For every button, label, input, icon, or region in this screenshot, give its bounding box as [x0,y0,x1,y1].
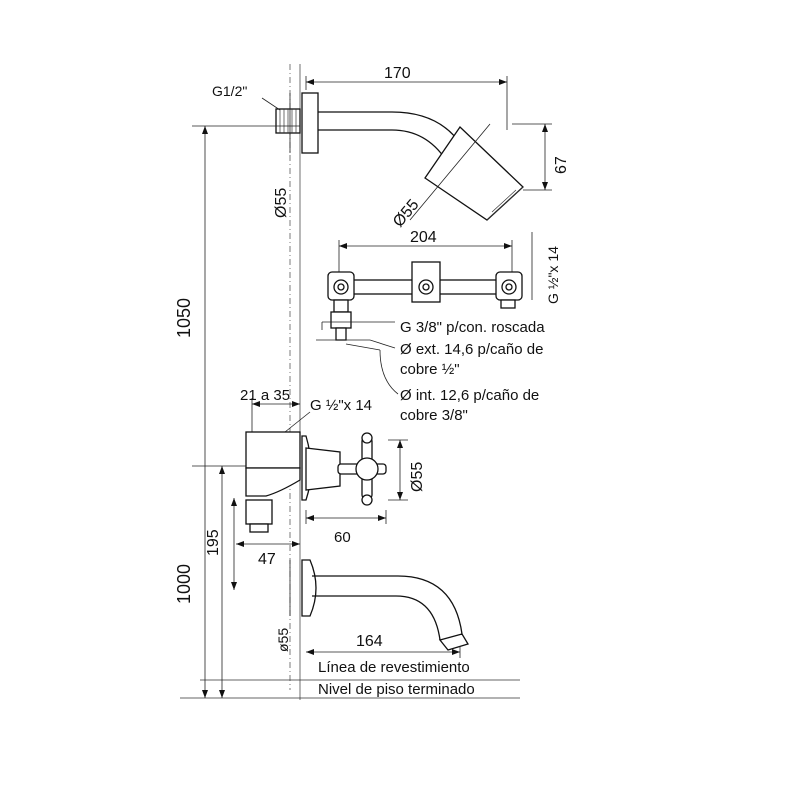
spout-offset-label: 195 [205,529,222,556]
cross-diameter-label: Ø55 [409,462,426,492]
spout-wall-label: 47 [258,551,276,568]
connection-thread-note: G 3/8" p/con. roscada [400,319,545,336]
arm-length-label: 170 [384,65,411,82]
finished-floor-label: Nivel de piso terminado [318,681,475,698]
spout-assembly [289,559,469,658]
spout-length-label: 164 [356,633,383,650]
cross-thread-label: G ½"x 14 [310,397,372,414]
cross-depth-label: 60 [334,529,351,546]
int-diameter-note-line2: cobre 3/8" [400,407,468,424]
valve-spacing-label: 204 [410,229,437,246]
wall-depth-label: 21 a 35 [240,387,290,404]
valve-thread-label: G ½"x 14 [545,246,561,304]
int-diameter-note-line1: Ø int. 12,6 p/caño de [400,387,539,404]
head-height-label: 67 [553,156,570,174]
flange-diameter-label: Ø55 [273,188,290,218]
cladding-line-label: Línea de revestimiento [318,659,470,676]
head-diameter-label: Ø55 [390,196,423,230]
spout-flange-label: ø55 [275,628,291,652]
thread-top-label: G1/2" [212,83,247,99]
height-to-spout-label: 1000 [174,564,194,604]
cross-handle-valve [231,398,408,590]
ext-diameter-note-line2: cobre ½" [400,361,460,378]
ext-diameter-note-line1: Ø ext. 14,6 p/caño de [400,341,543,358]
valve-bar-assembly [316,232,533,395]
shower-head-assembly [261,76,552,221]
height-to-shower-label: 1050 [174,298,194,338]
